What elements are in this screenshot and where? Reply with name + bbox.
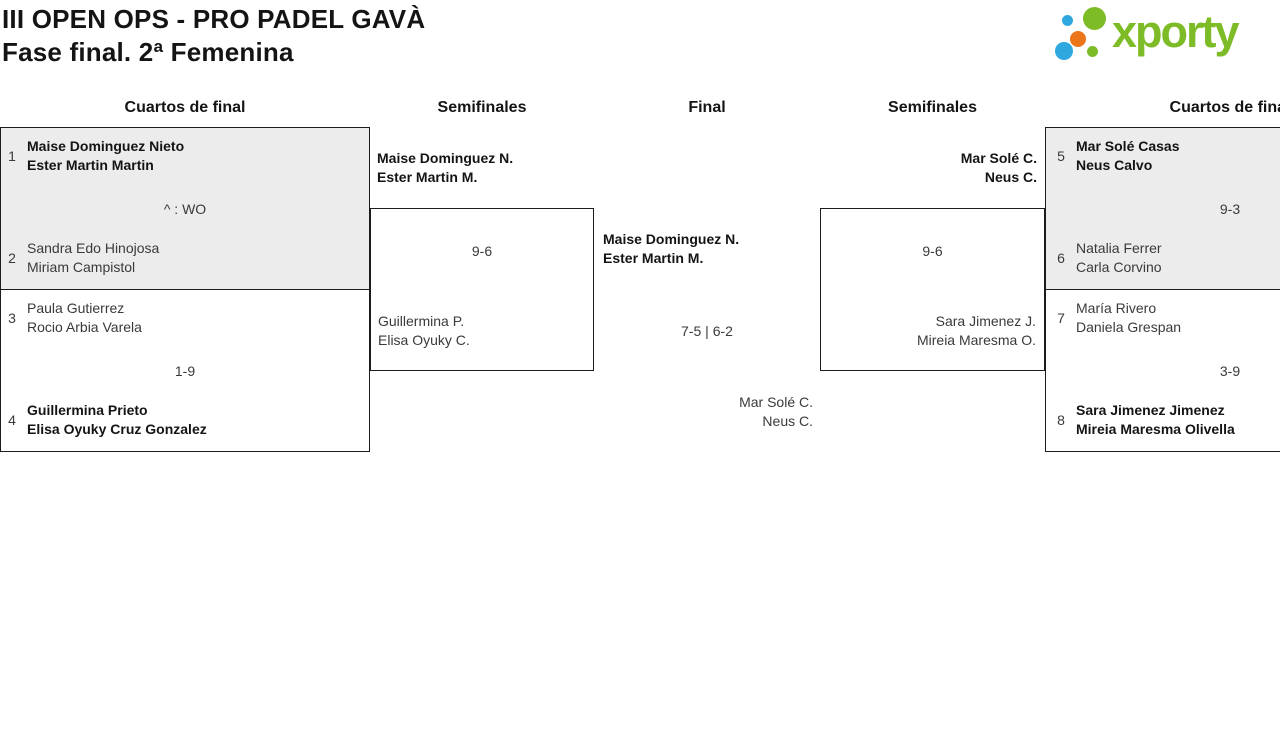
player-name: Neus C.: [984, 169, 1037, 185]
player-name: Mar Solé C.: [739, 394, 813, 410]
player-name: Neus Calvo: [1076, 157, 1153, 173]
seed-number: 7: [1057, 309, 1065, 326]
match-sf1: 9-6 Guillermina P. Elisa Oyuky C.: [370, 208, 594, 371]
xporty-logo[interactable]: xporty: [1050, 0, 1280, 70]
semifinal-right-column: Mar Solé C. Neus C. 9-6 Sara Jimenez J. …: [820, 127, 1045, 452]
logo-dot-icon: [1055, 42, 1073, 60]
seed-number: 8: [1057, 411, 1065, 428]
team-row: 6 Natalia Ferrer Carla Corvino: [1052, 239, 1280, 277]
seed-number: 5: [1057, 147, 1065, 164]
player-name: Ester Martin M.: [603, 250, 704, 266]
player-name: Paula Gutierrez: [27, 300, 125, 316]
seed-number: 3: [8, 309, 16, 326]
logo-dot-icon: [1062, 15, 1073, 26]
player-name: Rocio Arbia Varela: [27, 319, 142, 335]
seed-number: 4: [8, 411, 16, 428]
player-name: Ester Martin Martin: [27, 157, 154, 173]
round-header-final: Final: [688, 99, 726, 116]
team-row: Mar Solé C. Neus C.: [739, 393, 813, 431]
semifinal-left-column: Maise Dominguez N. Ester Martin M. 9-6 G…: [370, 127, 594, 452]
player-name: Sara Jimenez J.: [935, 313, 1036, 329]
player-name: Daniela Grespan: [1076, 319, 1182, 335]
player-name: Sara Jimenez Jimenez: [1076, 402, 1225, 418]
team-row: Maise Dominguez N. Ester Martin M.: [603, 230, 739, 268]
match-qf1: 1 Maise Dominguez Nieto Ester Martin Mar…: [1, 128, 369, 290]
player-name: María Rivero: [1076, 300, 1157, 316]
match-score: 9-6: [922, 243, 943, 259]
team-row: Guillermina P. Elisa Oyuky C.: [378, 312, 470, 350]
match-qf4: 7 María Rivero Daniela Grespan 3-9 8 Sar…: [1046, 290, 1280, 451]
player-name: Ester Martin M.: [377, 169, 478, 185]
match-sf2: 9-6 Sara Jimenez J. Mireia Maresma O.: [820, 208, 1045, 371]
final-column: Maise Dominguez N. Ester Martin M. 7-5 |…: [594, 127, 820, 452]
logo-wordmark: xporty: [1112, 6, 1240, 57]
match-score: 7-5 | 6-2: [681, 323, 733, 339]
team-row: 7 María Rivero Daniela Grespan: [1052, 299, 1280, 337]
seed-number: 2: [8, 249, 16, 266]
logo-dot-icon: [1070, 31, 1086, 47]
match-qf2: 3 Paula Gutierrez Rocio Arbia Varela 1-9…: [1, 290, 369, 451]
team-row: Mar Solé C. Neus C.: [961, 149, 1037, 187]
team-row: 4 Guillermina Prieto Elisa Oyuky Cruz Go…: [3, 401, 363, 439]
logo-dot-icon: [1083, 7, 1106, 30]
match-score: 9-6: [471, 243, 493, 259]
player-name: Guillermina P.: [378, 313, 465, 329]
team-row: Maise Dominguez N. Ester Martin M.: [377, 149, 513, 187]
match-score: 9-3: [1219, 201, 1241, 217]
quarterfinals-right-box: 5 Mar Solé Casas Neus Calvo 9-3 6 Natali…: [1045, 127, 1280, 452]
team-row: 3 Paula Gutierrez Rocio Arbia Varela: [3, 299, 363, 337]
team-row: 8 Sara Jimenez Jimenez Mireia Maresma Ol…: [1052, 401, 1280, 439]
seed-number: 1: [8, 147, 16, 164]
player-name: Mar Solé C.: [960, 150, 1037, 166]
logo-dot-icon: [1087, 46, 1098, 57]
player-name: Maise Dominguez N.: [603, 231, 740, 247]
player-name: Elisa Oyuky Cruz Gonzalez: [27, 421, 207, 437]
match-score: ^ : WO: [163, 201, 207, 217]
player-name: Mireia Maresma O.: [916, 332, 1036, 348]
page-title: III OPEN OPS - PRO PADEL GAVÀ: [2, 4, 426, 34]
player-name: Mireia Maresma Olivella: [1076, 421, 1235, 437]
player-name: Sandra Edo Hinojosa: [27, 240, 160, 256]
quarterfinals-left-box: 1 Maise Dominguez Nieto Ester Martin Mar…: [0, 127, 370, 452]
match-score: 1-9: [174, 363, 196, 379]
player-name: Carla Corvino: [1076, 259, 1162, 275]
player-name: Maise Dominguez N.: [377, 150, 514, 166]
title-block: III OPEN OPS - PRO PADEL GAVÀ Fase final…: [2, 3, 425, 69]
round-header-quarters-left: Cuartos de final: [124, 99, 246, 116]
round-header-semis-left: Semifinales: [437, 99, 527, 116]
player-name: Elisa Oyuky C.: [378, 332, 470, 348]
player-name: Maise Dominguez Nieto: [27, 138, 185, 154]
round-header-quarters-right: Cuartos de final: [1169, 99, 1280, 116]
player-name: Miriam Campistol: [27, 259, 136, 275]
team-row: Sara Jimenez J. Mireia Maresma O.: [917, 312, 1036, 350]
player-name: Guillermina Prieto: [27, 402, 148, 418]
match-score: 3-9: [1219, 363, 1241, 379]
player-name: Natalia Ferrer: [1076, 240, 1162, 256]
team-row: 2 Sandra Edo Hinojosa Miriam Campistol: [3, 239, 363, 277]
page-subtitle: Fase final. 2ª Femenina: [2, 37, 294, 67]
match-qf3: 5 Mar Solé Casas Neus Calvo 9-3 6 Natali…: [1046, 128, 1280, 290]
round-header-semis-right: Semifinales: [888, 99, 977, 116]
team-row: 5 Mar Solé Casas Neus Calvo: [1052, 137, 1280, 175]
player-name: Mar Solé Casas: [1076, 138, 1180, 154]
seed-number: 6: [1057, 249, 1065, 266]
player-name: Neus C.: [762, 413, 813, 429]
team-row: 1 Maise Dominguez Nieto Ester Martin Mar…: [3, 137, 363, 175]
